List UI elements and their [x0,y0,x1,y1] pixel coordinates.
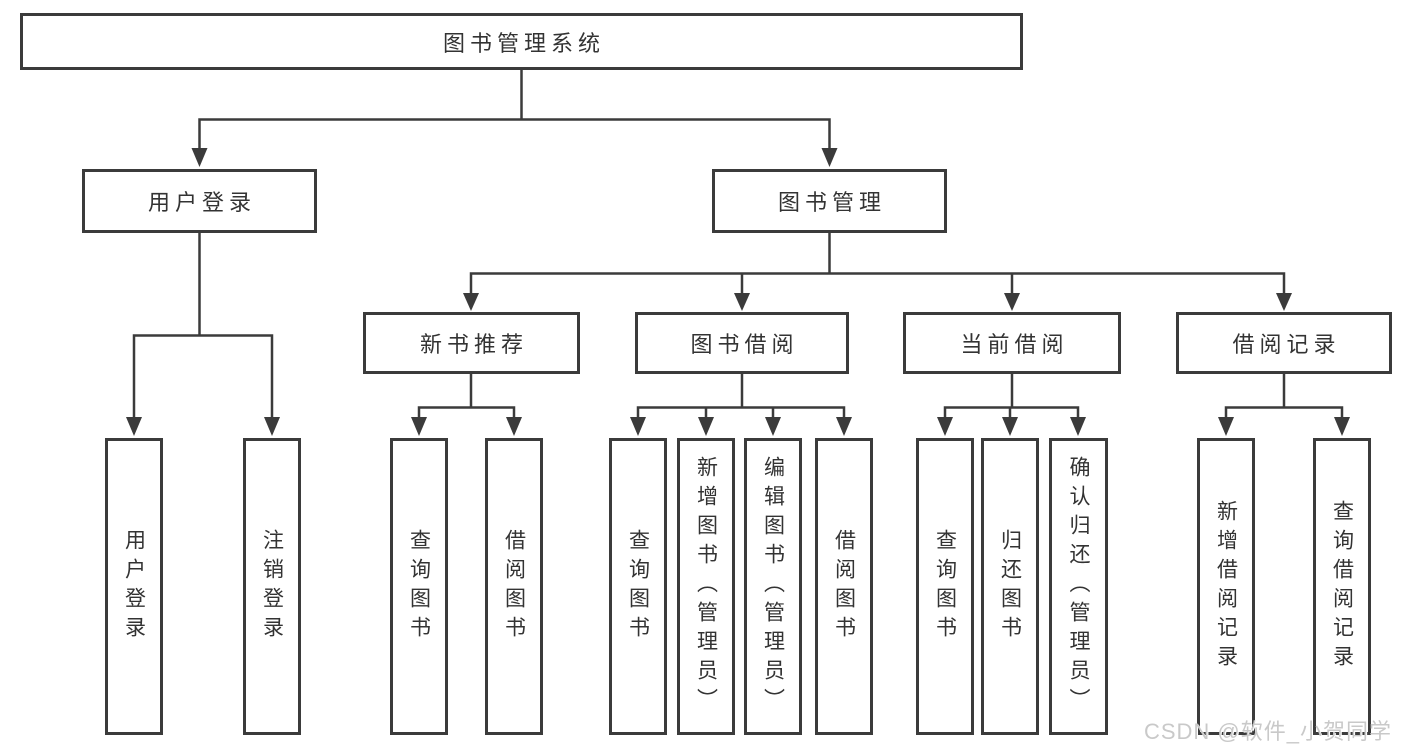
edges-new-book-recommend [411,374,522,436]
node-label: 用户登录 [147,190,256,215]
node-current-borrow: 当前借阅 [903,312,1121,374]
leaf-borrow-books-recommend: 借阅图书 [485,438,543,735]
arrowhead-icon [411,417,427,436]
connector-line [1224,374,1344,419]
leaf-add-book-admin: 新增图书（管理员） [677,438,735,735]
arrowhead-icon [836,417,852,436]
arrowhead-icon [698,417,714,436]
connector-line [198,70,831,150]
node-new-book-recommend: 新书推荐 [363,312,580,374]
node-borrow-records: 借阅记录 [1176,312,1392,374]
edges-root-to-level2 [191,70,838,167]
arrowhead-icon [506,417,522,436]
csdn-watermark: CSDN @软件_小贺同学 [1143,719,1392,744]
node-label: 新书推荐 [419,332,528,357]
connector-line [469,233,1286,296]
leaf-borrow-books: 借阅图书 [815,438,873,735]
node-label: 编辑图书（管理员） [761,456,785,717]
arrowhead-icon [765,417,781,436]
arrowhead-icon [126,417,142,436]
node-user-login: 用户登录 [82,169,317,233]
node-label: 查询借阅记录 [1330,499,1354,674]
node-label: 图书管理系统 [442,30,605,56]
edges-book-borrow [630,374,852,436]
leaf-query-books-recommend: 查询图书 [390,438,448,735]
leaf-query-books-borrow: 查询图书 [609,438,667,735]
node-label: 新增图书（管理员） [694,456,718,717]
node-label: 查询图书 [933,528,957,645]
arrowhead-icon [1002,417,1018,436]
arrowhead-icon [463,293,479,311]
node-label: 归还图书 [998,528,1022,645]
node-label: 新增借阅记录 [1214,499,1238,674]
connector-line [636,374,846,419]
leaf-query-borrow-record: 查询借阅记录 [1313,438,1371,735]
leaf-user-login: 用户登录 [105,438,163,735]
arrowhead-icon [1218,417,1234,436]
leaf-return-book: 归还图书 [981,438,1039,735]
node-label: 当前借阅 [960,332,1069,357]
node-label: 查询图书 [626,528,650,645]
node-book-borrow: 图书借阅 [635,312,849,374]
arrowhead-icon [630,417,646,436]
connector-line [943,374,1080,419]
connector-line [132,233,274,419]
arrowhead-icon [734,293,750,311]
node-label: 注销登录 [260,528,284,645]
leaf-query-books-current: 查询图书 [916,438,974,735]
node-label: 借阅记录 [1232,332,1341,357]
arrowhead-icon [1276,293,1292,311]
edges-book-management [463,233,1292,311]
arrowhead-icon [937,417,953,436]
node-label: 用户登录 [122,528,146,645]
edges-user-login [126,233,280,436]
leaf-confirm-return-admin: 确认归还（管理员） [1049,438,1108,735]
leaf-edit-book-admin: 编辑图书（管理员） [744,438,802,735]
arrowhead-icon [821,148,838,167]
arrowhead-icon [1070,417,1086,436]
node-label: 查询图书 [407,528,431,645]
node-library-system: 图书管理系统 [20,13,1023,70]
node-label: 图书管理 [777,190,886,215]
arrowhead-icon [1004,293,1020,311]
connector-line [417,374,516,419]
arrowhead-icon [264,417,280,436]
arrowhead-icon [1334,417,1350,436]
edges-current-borrow [937,374,1086,436]
node-label: 借阅图书 [502,528,526,645]
leaf-logout: 注销登录 [243,438,301,735]
node-label: 确认归还（管理员） [1067,456,1090,717]
node-book-management: 图书管理 [712,169,947,233]
node-label: 借阅图书 [832,528,856,645]
edges-borrow-records [1218,374,1350,436]
arrowhead-icon [191,148,208,167]
leaf-add-borrow-record: 新增借阅记录 [1197,438,1255,735]
node-label: 图书借阅 [690,332,799,357]
